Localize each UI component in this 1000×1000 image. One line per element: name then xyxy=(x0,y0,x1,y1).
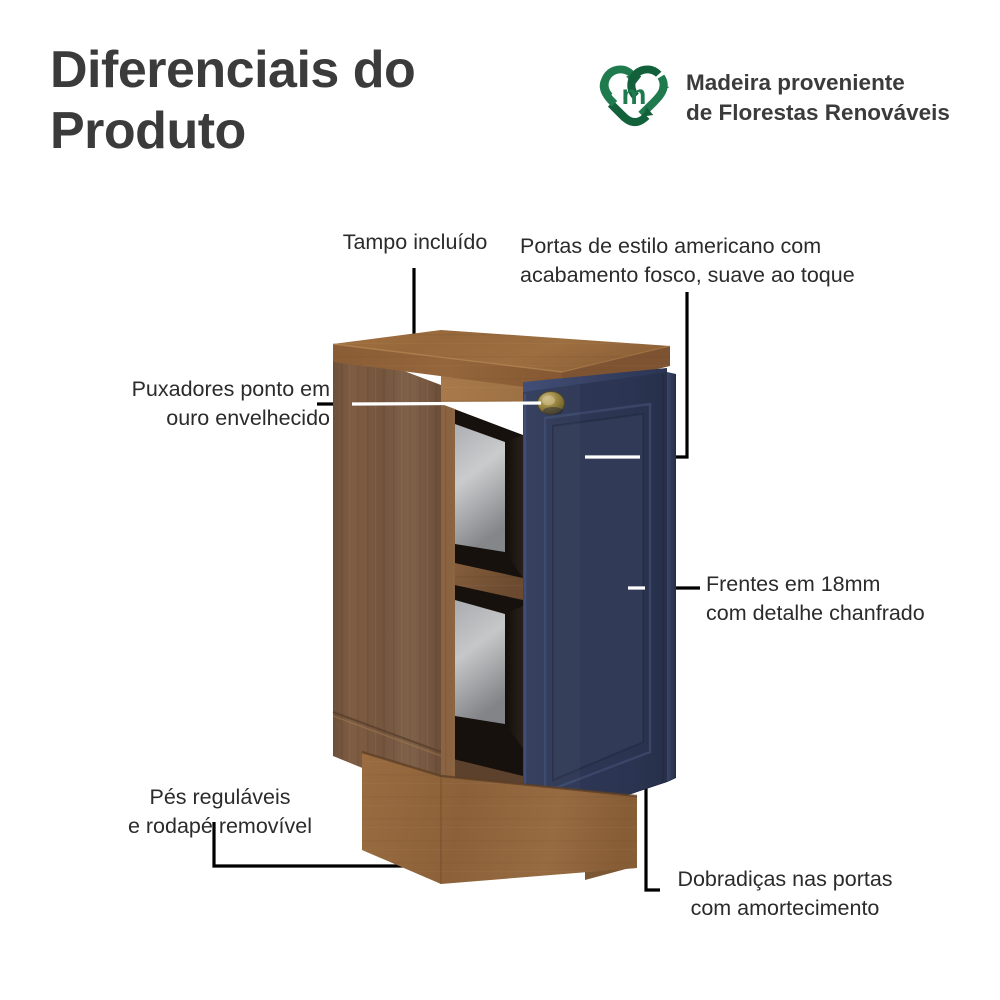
cabinet-interior xyxy=(441,404,523,800)
annotation-tampo-incluido: Tampo incluído xyxy=(342,230,488,254)
annotation-puxadores-ouro-envelhecido: Puxadores ponto em ouro envelhecido xyxy=(131,377,330,430)
door-knob[interactable] xyxy=(536,390,566,416)
badge-monogram: m xyxy=(622,79,647,110)
annotation-frentes-18mm: Frentes em 18mm com detalhe chanfrado xyxy=(706,572,925,625)
recycle-heart-icon: m xyxy=(599,65,670,127)
eco-badge-label: Madeira proveniente de Florestas Renováv… xyxy=(686,70,950,125)
annotation-dobradicas-amortecimento: Dobradiças nas portas com amortecimento xyxy=(677,867,893,920)
page-title: Diferenciais do Produto xyxy=(50,41,416,161)
cabinet-plinth-perspective xyxy=(361,750,638,884)
cabinet-door[interactable] xyxy=(523,368,676,830)
eco-certification-badge: m Madeira proveniente de Florestas Renov… xyxy=(596,62,950,134)
annotation-portas-estilo-americano: Portas de estilo americano com acabament… xyxy=(520,234,855,287)
cabinet-countertop xyxy=(332,330,671,392)
cabinet-side-panel xyxy=(332,344,442,800)
